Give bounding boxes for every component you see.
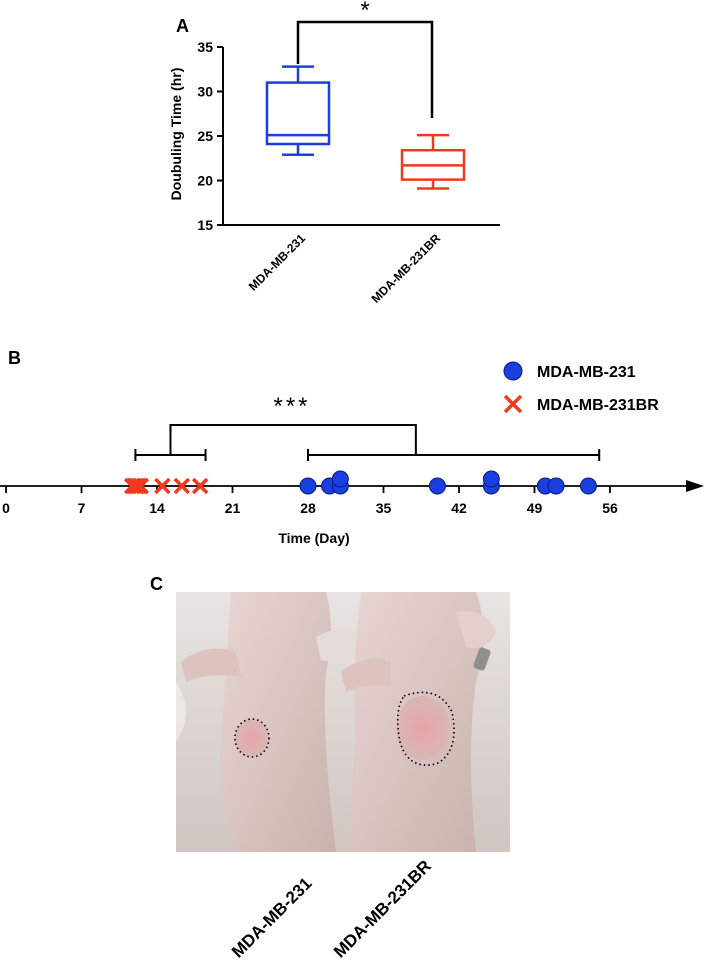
box-mda-mb-231br [400,133,466,190]
y-tick-label: 20 [197,173,213,189]
point-mda-mb-231 [579,477,597,495]
x-tick-label: 28 [300,500,316,516]
point-mda-mb-231br [154,477,171,495]
x-tick-label: 7 [78,500,86,516]
mouse-xenograft-photo [176,592,510,852]
large-tumor [396,696,450,760]
group-bracket [307,449,601,461]
x-tick-label: 14 [149,500,165,516]
category-label: MDA-MB-231BR [369,231,444,306]
category-labels: MDA-MB-231 MDA-MB-231BR [246,231,443,306]
box-mda-mb-231 [265,65,331,156]
y-tick-label: 35 [197,39,213,55]
x-ticks: 0 7 14 21 28 35 42 49 56 [2,486,618,516]
legend-x-marker [503,394,523,414]
point-mda-mb-231 [482,470,500,488]
small-tumor [235,719,269,757]
point-mda-mb-231 [331,470,349,488]
legend-label-mda-mb-231: MDA-MB-231 [537,364,636,381]
x-tick-label: 56 [602,500,618,516]
legend-circle-marker [503,361,523,381]
panel-a-label: A [176,16,189,36]
significance-stars: *** [273,393,310,420]
x-tick-label: 42 [451,500,467,516]
point-mda-mb-231br [132,477,150,495]
point-mda-mb-231br [173,477,191,495]
category-label: MDA-MB-231 [246,231,308,293]
iqr-box [265,81,331,146]
point-mda-mb-231 [428,477,446,495]
x-tick-label: 35 [376,500,392,516]
photo-label-mda-mb-231: MDA-MB-231 [228,873,316,962]
left-mouse [220,592,336,852]
x-tick-label: 0 [2,500,10,516]
x-tick-label: 49 [527,500,543,516]
point-mda-mb-231br [191,477,209,495]
y-axis-label: Doubuling Time (hr) [168,68,184,201]
legend-label-mda-mb-231br: MDA-MB-231BR [537,397,659,414]
boxes [265,65,466,190]
photo-label-mda-mb-231br: MDA-MB-231BR [330,856,435,962]
point-mda-mb-231 [547,477,565,495]
significance-star: * [360,0,369,24]
x-tick-label: 21 [225,500,241,516]
panel-c-label: C [150,574,163,594]
x-axis-label: Time (Day) [278,530,349,546]
mouse-photo-drawing [176,592,510,852]
time-scatter: 0 7 14 21 28 35 42 49 56 Time (Day) *** MDA-MB-2… [0,361,704,546]
y-tick-label: 15 [197,217,213,233]
comparison-bracket [169,424,417,455]
panel-b-label: B [8,348,21,368]
figure-charts: 15 20 25 30 35 Doubuling Time (hr) MDA-MB-23… [0,0,704,546]
point-mda-mb-231 [299,477,317,495]
time-axis-arrow [686,480,704,492]
y-ticks: 15 20 25 30 35 [197,39,223,233]
box-plot-doubling-time: 15 20 25 30 35 Doubuling Time (hr) MDA-MB-23… [168,0,500,306]
y-tick-label: 25 [197,128,213,144]
data-points [123,470,597,495]
y-tick-label: 30 [197,84,213,100]
group-brackets [134,424,601,461]
significance-bracket [296,20,434,118]
